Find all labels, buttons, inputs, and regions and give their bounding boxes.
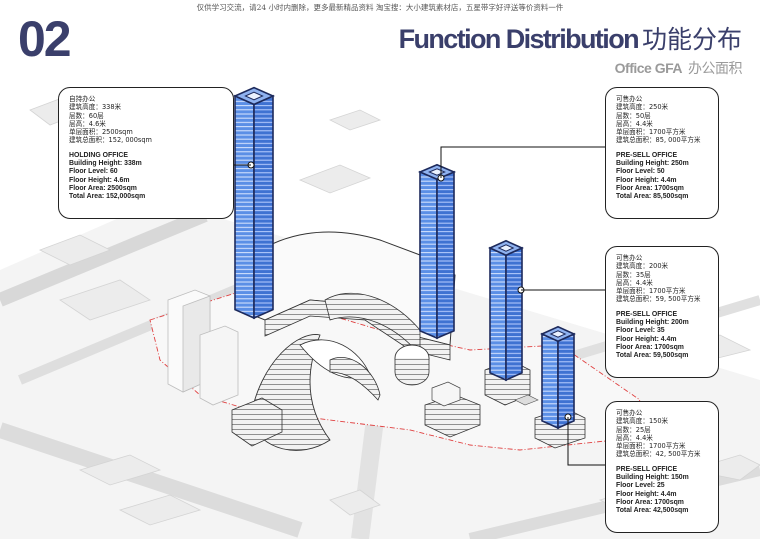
context-residential-tower — [167, 289, 239, 406]
callout-cn-title: 可售办公 — [616, 254, 643, 262]
office-towers — [233, 86, 576, 430]
callout-cn-line: 建筑总面积：42, 500平方米 — [616, 450, 701, 459]
tower-roof-core — [497, 244, 515, 252]
callout-en-line: Floor Height: 4.4m — [616, 490, 677, 498]
callout-en-line: Floor Height: 4.4m — [616, 335, 677, 343]
callout-en-line: Total Area: 59,500sqm — [616, 352, 689, 360]
callout-cn-title: 可售办公 — [616, 409, 643, 417]
callout-en-title: HOLDING OFFICE — [69, 151, 128, 159]
callout-cn-line: 层高：4.4米 — [616, 433, 653, 442]
callout-cn-line: 层数：35层 — [616, 270, 651, 279]
callout-cn-line: 建筑总面积：85, 000平方米 — [616, 136, 701, 145]
tower-left-face — [541, 332, 559, 430]
callout-presell-office-250: 可售办公建筑高度：250米层数：50层层高：4.4米单层面积：1700平方米建筑… — [605, 87, 719, 219]
callout-cn-line: 建筑高度：338米 — [69, 103, 122, 112]
leader-line — [440, 146, 605, 178]
office-tower-presell-150 — [540, 325, 576, 430]
callout-en-line: Floor Height: 4.4m — [616, 176, 677, 184]
callout-en-title: PRE-SELL OFFICE — [616, 151, 678, 159]
callout-presell-office-200: 可售办公建筑高度：200米层数：35层层高：4.4米单层面积：1700平方米建筑… — [605, 246, 719, 378]
callout-en-line: Floor Area: 1700sqm — [616, 343, 684, 351]
office-tower-holding — [233, 86, 275, 320]
callout-cn-line: 层高：4.6米 — [69, 119, 106, 128]
title-cn: 功能分布 — [641, 25, 742, 54]
callout-cn-line: 层高：4.4米 — [616, 119, 653, 128]
callout-en-line: Total Area: 152,000sqm — [69, 193, 146, 201]
title-en: Function Distribution — [398, 24, 640, 54]
callout-en-line: Floor Height: 4.6m — [69, 176, 130, 184]
callout-cn-line: 建筑高度：250米 — [616, 103, 669, 112]
page-subtitle: Office GFA 办公面积 — [614, 58, 743, 78]
callout-cn-line: 层高：4.4米 — [616, 278, 653, 287]
disclaimer-note: 仅供学习交流，请24 小时内删除，更多最新精品资料 淘宝搜：大小建筑素材店，五星… — [196, 3, 564, 12]
callout-cn-line: 建筑高度：200米 — [616, 262, 669, 271]
callout-en-line: Floor Level: 25 — [616, 482, 665, 490]
tower-left-face — [489, 246, 507, 382]
callout-en-line: Floor Level: 60 — [69, 168, 118, 176]
callout-cn-line: 层数：25层 — [616, 425, 651, 434]
subtitle-cn: 办公面积 — [688, 61, 743, 77]
leader-line — [567, 417, 605, 466]
callout-en-line: Floor Area: 1700sqm — [616, 498, 684, 506]
callout-en-line: Floor Level: 35 — [616, 327, 665, 335]
callout-en-line: Floor Area: 1700sqm — [616, 184, 684, 192]
tower-right-face — [557, 332, 575, 430]
page-number: 02 — [18, 11, 72, 67]
callout-cn-line: 建筑总面积：152, 000sqm — [69, 136, 152, 145]
callout-cn-title: 自持办公 — [69, 95, 96, 103]
callout-en-line: Building Height: 250m — [616, 160, 689, 168]
tower-right-face — [505, 246, 523, 382]
callout-leaders — [234, 146, 605, 466]
callout-en-line: Floor Level: 50 — [616, 168, 665, 176]
callout-presell-office-150: 可售办公建筑高度：150米层数：25层层高：4.4米单层面积：1700平方米建筑… — [605, 401, 719, 533]
callout-cn-line: 单层面积：1700平方米 — [616, 128, 686, 137]
callout-en-line: Total Area: 85,500sqm — [616, 193, 689, 201]
callout-en-line: Total Area: 42,500sqm — [616, 507, 689, 515]
callout-en-line: Building Height: 150m — [616, 474, 689, 482]
office-tower-presell-200 — [488, 239, 525, 382]
tower-right-face — [253, 94, 274, 320]
callout-cn-title: 可售办公 — [616, 95, 643, 103]
tower-roof-core — [244, 91, 264, 101]
tower-left-face — [419, 170, 438, 340]
podium-building — [231, 231, 586, 451]
tower-left-face — [234, 94, 255, 320]
callout-cn-line: 建筑高度：150米 — [616, 417, 669, 426]
callout-en-title: PRE-SELL OFFICE — [616, 310, 678, 318]
subtitle-en: Office GFA — [614, 60, 683, 76]
callout-cn-line: 层数：60层 — [69, 111, 104, 120]
callout-cn-line: 单层面积：1700平方米 — [616, 287, 686, 296]
callout-cn-line: 单层面积：2500sqm — [69, 128, 133, 137]
callout-en-line: Building Height: 338m — [69, 160, 142, 168]
callout-en-line: Building Height: 200m — [616, 319, 689, 327]
callout-en-title: PRE-SELL OFFICE — [616, 465, 678, 473]
tower-roof-core — [549, 330, 567, 338]
callout-en-line: Floor Area: 2500sqm — [69, 184, 137, 192]
tower-right-face — [436, 170, 455, 340]
office-tower-presell-250 — [417, 163, 457, 340]
callout-cn-line: 建筑总面积：59, 500平方米 — [616, 295, 701, 304]
callout-cn-line: 层数：50层 — [616, 111, 651, 120]
callout-cn-line: 单层面积：1700平方米 — [616, 442, 686, 451]
